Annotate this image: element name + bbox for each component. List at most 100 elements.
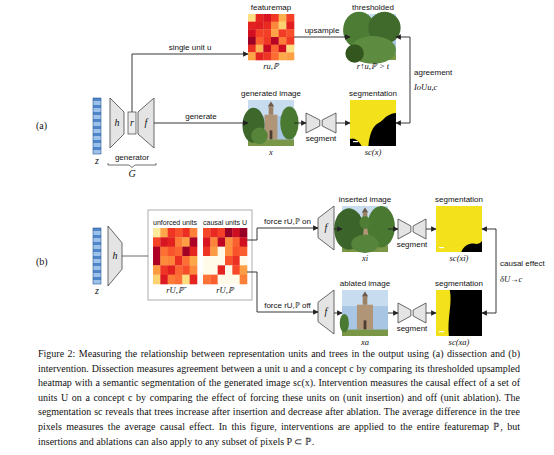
- segmenter-shape: [398, 303, 426, 323]
- decoder-shape: [413, 303, 426, 323]
- heat-cell: [168, 265, 176, 275]
- heat-cell: [203, 247, 211, 257]
- vector-cell: [93, 242, 101, 246]
- heat-cell: [232, 237, 240, 247]
- heat-cell: [256, 37, 264, 45]
- unforced-heatmap-shape: [153, 228, 197, 284]
- heat-cell: [271, 52, 279, 60]
- heat-cell: [218, 237, 226, 247]
- heat-cell: [153, 256, 161, 266]
- layer-trapezoid: [110, 98, 124, 148]
- generator-bracket: [108, 163, 156, 168]
- node-label: sc(xa): [449, 338, 470, 347]
- vector-cell: [93, 270, 101, 274]
- vector-cell: [93, 147, 101, 151]
- vector-cell: [93, 267, 101, 271]
- node-label: z: [95, 156, 99, 166]
- segmenter: segment: [398, 219, 426, 239]
- vector-cell: [93, 246, 101, 250]
- generated-image: generated imagex: [248, 100, 294, 146]
- vector-cell: [93, 232, 101, 236]
- node-label: segmentation: [435, 196, 483, 204]
- node-label: sc(x): [365, 148, 382, 157]
- segmentation-map-shape: [436, 290, 482, 336]
- heat-cell: [168, 256, 176, 266]
- segmentation-map-shape: [436, 206, 482, 252]
- heat-cell: [225, 237, 233, 247]
- church-body: [357, 305, 373, 330]
- heat-cell: [256, 45, 264, 53]
- vector-cell: [93, 126, 101, 130]
- vector-cell: [93, 256, 101, 260]
- vector-cell: [93, 98, 101, 102]
- heat-cell: [256, 52, 264, 60]
- tree: [251, 128, 268, 145]
- heat-cell: [286, 37, 294, 45]
- heat-cell: [263, 22, 271, 30]
- segmentation-map: segmentationsc(x): [350, 100, 396, 146]
- heat-cell: [286, 22, 294, 30]
- vector-cell: [93, 123, 101, 127]
- heat-cell: [182, 256, 190, 266]
- node-label: r↑u,ℙ > t: [357, 62, 389, 71]
- connector-arrow: [482, 229, 496, 313]
- church-door: [364, 320, 367, 329]
- heat-cell: [168, 237, 176, 247]
- vector-cell: [93, 277, 101, 281]
- edge-label: force rU,ℙ on: [264, 218, 311, 226]
- connector-arrow: [426, 313, 436, 314]
- connector-arrow: [426, 229, 436, 230]
- generated-image-shape: [248, 100, 294, 146]
- heat-cell: [240, 247, 248, 257]
- heat-cell: [271, 29, 279, 37]
- edge-label: causal effect: [500, 260, 545, 268]
- layer-h: h: [110, 98, 124, 148]
- heat-cell: [175, 275, 183, 285]
- feature-wire: [122, 256, 148, 257]
- math-label: IoUu,c: [414, 83, 437, 92]
- node-label: sc(xi): [450, 254, 469, 263]
- node-label: G: [128, 169, 135, 179]
- node-label: inserted image: [339, 196, 391, 204]
- node-label: z: [95, 286, 99, 296]
- node-label: unforced units: [153, 219, 197, 226]
- node-label: ablated image: [340, 280, 390, 288]
- decoder-shape: [322, 113, 336, 133]
- vector-cell: [93, 133, 101, 137]
- background-region: [350, 138, 362, 146]
- edge-label: single unit u: [169, 44, 212, 52]
- layer-r: r: [128, 112, 136, 134]
- church-roof: [362, 291, 368, 296]
- heat-cell: [210, 237, 218, 247]
- heat-cell: [263, 52, 271, 60]
- heat-cell: [218, 275, 226, 285]
- heat-cell: [182, 237, 190, 247]
- tree: [340, 314, 349, 332]
- vector-outline: [93, 228, 101, 284]
- causal-heatmap-shape: [203, 228, 247, 284]
- segmenter: segment: [306, 113, 336, 133]
- heat-cell: [279, 14, 287, 22]
- heat-cell: [160, 275, 168, 285]
- heat-cell: [286, 14, 294, 22]
- tree: [351, 235, 379, 253]
- encoder-shape: [398, 219, 411, 239]
- heat-cell: [279, 45, 287, 53]
- vector-cell: [93, 228, 101, 232]
- vector-cell: [93, 137, 101, 141]
- node-label: f: [145, 118, 148, 128]
- heat-cell: [210, 256, 218, 266]
- latent-vector-shape: [93, 228, 101, 284]
- heat-cell: [203, 265, 211, 275]
- generator-group: generatorGhrf: [106, 92, 158, 152]
- heat-cell: [225, 256, 233, 266]
- node-label: segment: [397, 325, 428, 333]
- connector-arrow: [388, 313, 398, 314]
- connector-arrow: [334, 229, 342, 230]
- vector-cell: [93, 151, 101, 155]
- heat-cell: [256, 14, 264, 22]
- node-label: rU,ℙ: [216, 286, 234, 295]
- heat-cell: [240, 237, 248, 247]
- tree-region: [350, 100, 396, 146]
- heat-cell: [218, 247, 226, 257]
